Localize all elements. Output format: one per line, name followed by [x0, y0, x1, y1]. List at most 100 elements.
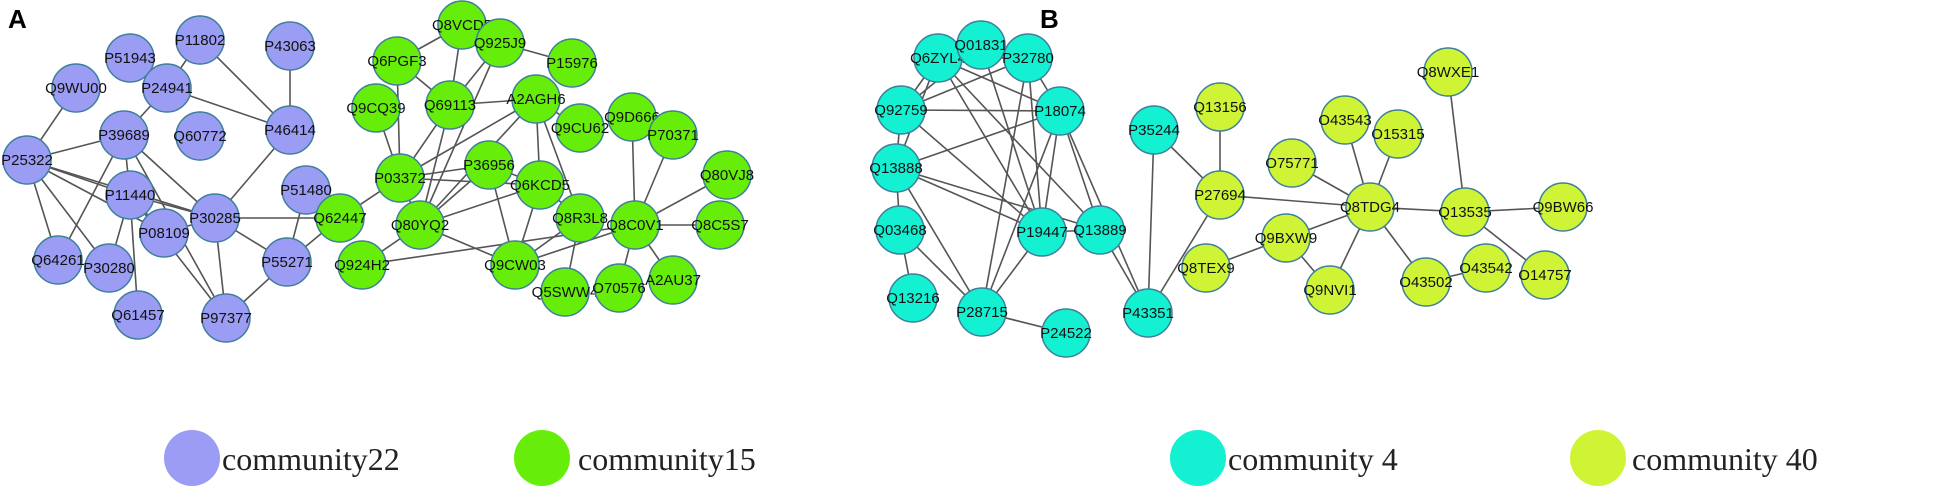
- node-Q5SWW4: Q5SWW4: [532, 267, 598, 317]
- node-label-Q9CQ39: Q9CQ39: [346, 100, 405, 117]
- node-label-A2AU37: A2AU37: [645, 272, 701, 289]
- node-circle-Q13889: [1075, 205, 1125, 255]
- node-O43542: O43542: [1459, 243, 1513, 293]
- node-circle-P39689: [99, 110, 149, 160]
- node-circle-A2AGH6: [511, 74, 561, 124]
- node-circle-O43543: [1320, 95, 1370, 145]
- node-circle-Q9WU00: [51, 63, 101, 113]
- node-circle-Q9BW66: [1538, 182, 1588, 232]
- node-label-Q13888: Q13888: [869, 160, 922, 177]
- node-label-Q6PGF3: Q6PGF3: [367, 53, 426, 70]
- node-P11440: P11440: [105, 170, 155, 220]
- legend-swatch-community22: [164, 430, 220, 486]
- node-circle-P51943: [105, 33, 155, 83]
- node-Q80YQ2: Q80YQ2: [391, 200, 449, 250]
- node-label-Q9WU00: Q9WU00: [45, 80, 107, 97]
- edge-Q92759-P18074: [900, 109, 1061, 112]
- node-circle-P08109: [139, 208, 189, 258]
- node-P43351: P43351: [1122, 288, 1174, 338]
- node-Q9CW03: Q9CW03: [484, 240, 546, 290]
- node-circle-P03372: [375, 153, 425, 203]
- edge-Q925J9-Q80YQ2: [419, 42, 501, 226]
- node-label-Q8R3L8: Q8R3L8: [552, 210, 608, 227]
- node-circle-P35244: [1129, 105, 1179, 155]
- node-label-Q9NVI1: Q9NVI1: [1303, 282, 1356, 299]
- node-Q8C5S7: Q8C5S7: [691, 200, 749, 250]
- node-label-Q8C5S7: Q8C5S7: [691, 217, 749, 234]
- node-Q80VJ8: Q80VJ8: [700, 150, 754, 200]
- node-P15976: P15976: [546, 38, 598, 88]
- node-Q9NVI1: Q9NVI1: [1303, 265, 1357, 315]
- node-Q92759: Q92759: [874, 85, 928, 135]
- node-circle-Q13535: [1440, 187, 1490, 237]
- node-circle-Q9CW03: [490, 240, 540, 290]
- node-circle-Q69113: [425, 80, 475, 130]
- node-circle-Q9CU62: [555, 103, 605, 153]
- node-label-P35244: P35244: [1128, 122, 1180, 139]
- node-label-Q8VCD5: Q8VCD5: [432, 17, 492, 34]
- node-label-Q64261: Q64261: [31, 252, 84, 269]
- node-label-P30280: P30280: [83, 260, 135, 277]
- node-label-O70576: O70576: [592, 280, 645, 297]
- node-label-P24522: P24522: [1040, 325, 1092, 342]
- node-circle-P15976: [547, 38, 597, 88]
- legend-label-community15: community15: [578, 441, 756, 477]
- node-circle-P28715: [957, 287, 1007, 337]
- node-P30285: P30285: [189, 193, 241, 243]
- edge-Q6ZYL4-P19447: [937, 57, 1043, 233]
- node-label-P46414: P46414: [264, 122, 316, 139]
- node-Q13889: Q13889: [1073, 205, 1127, 255]
- node-circle-O43542: [1461, 243, 1511, 293]
- node-label-Q9CU62: Q9CU62: [551, 120, 609, 137]
- node-label-Q9D666: Q9D666: [604, 109, 660, 126]
- legend-swatch-community15: [514, 430, 570, 486]
- node-circle-O75771: [1267, 138, 1317, 188]
- node-label-P30285: P30285: [189, 210, 241, 227]
- node-Q8R3L8: Q8R3L8: [552, 193, 608, 243]
- node-P39689: P39689: [98, 110, 150, 160]
- node-label-P08109: P08109: [138, 225, 190, 242]
- node-circle-P36956: [464, 140, 514, 190]
- edge-P32780-P28715: [981, 57, 1029, 313]
- node-P18074: P18074: [1034, 86, 1086, 136]
- node-label-P24941: P24941: [141, 80, 193, 97]
- node-circle-P19447: [1017, 207, 1067, 257]
- node-circle-Q62447: [315, 193, 365, 243]
- node-label-P39689: P39689: [98, 127, 150, 144]
- node-Q64261: Q64261: [31, 235, 85, 285]
- node-label-P03372: P03372: [374, 170, 426, 187]
- node-circle-Q60772: [175, 111, 225, 161]
- node-circle-Q8TDG4: [1345, 182, 1395, 232]
- node-circle-Q8C0V1: [610, 200, 660, 250]
- node-label-P11802: P11802: [175, 32, 226, 49]
- node-label-O14757: O14757: [1518, 267, 1571, 284]
- node-label-P32780: P32780: [1002, 50, 1054, 67]
- node-label-Q92759: Q92759: [874, 102, 927, 119]
- node-Q61457: Q61457: [111, 290, 165, 340]
- node-label-P43063: P43063: [264, 38, 316, 55]
- node-P36956: P36956: [463, 140, 515, 190]
- node-circle-P27694: [1195, 170, 1245, 220]
- node-Q9WU00: Q9WU00: [45, 63, 107, 113]
- node-label-P18074: P18074: [1034, 103, 1086, 120]
- node-circle-O15315: [1373, 109, 1423, 159]
- node-circle-Q925J9: [475, 18, 525, 68]
- node-label-P25322: P25322: [1, 152, 53, 169]
- node-circle-P43063: [265, 21, 315, 71]
- node-circle-P24941: [142, 63, 192, 113]
- node-O75771: O75771: [1265, 138, 1319, 188]
- node-P11802: P11802: [175, 15, 226, 65]
- node-Q9BXW9: Q9BXW9: [1255, 213, 1317, 263]
- node-label-P15976: P15976: [546, 55, 598, 72]
- node-Q8WXE1: Q8WXE1: [1417, 47, 1479, 97]
- edge-P25322-P08109: [26, 159, 165, 234]
- node-label-Q62447: Q62447: [313, 210, 366, 227]
- node-P30280: P30280: [83, 243, 135, 293]
- node-circle-Q80VJ8: [702, 150, 752, 200]
- edge-Q6ZYL4-Q13889: [937, 57, 1101, 231]
- node-label-Q9CW03: Q9CW03: [484, 257, 546, 274]
- node-P28715: P28715: [956, 287, 1008, 337]
- node-Q8TDG4: Q8TDG4: [1340, 182, 1400, 232]
- node-label-Q01831: Q01831: [954, 37, 1007, 54]
